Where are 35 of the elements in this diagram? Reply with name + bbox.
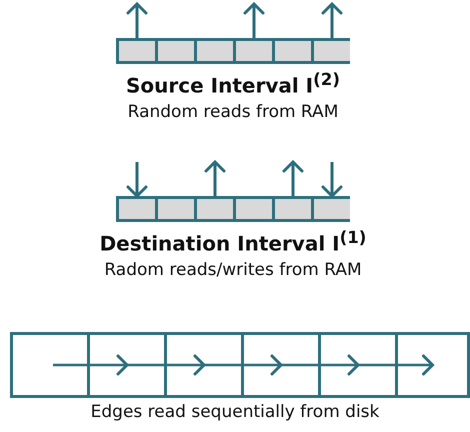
cell: [167, 335, 241, 395]
interval-title: Destination Interval I$^{(1)}$: [98, 228, 368, 256]
cell: [158, 199, 194, 219]
arrow: [204, 160, 226, 196]
cell: [314, 41, 350, 61]
cell: [275, 41, 311, 61]
arrow: [322, 162, 342, 198]
caption-text: Radom reads/writes from RAM: [103, 260, 363, 280]
cell: [90, 335, 164, 395]
cell: [398, 335, 467, 395]
cell: [236, 199, 272, 219]
cell: [321, 335, 395, 395]
arrow: [126, 162, 148, 198]
cell: [197, 41, 233, 61]
cell: [119, 41, 155, 61]
arrow: [281, 354, 360, 376]
cell: [158, 41, 194, 61]
arrow: [322, 2, 342, 38]
cell: [244, 335, 318, 395]
cell: [119, 199, 155, 219]
caption-text: Edges read sequentially from disk: [90, 402, 380, 422]
arrow: [126, 2, 148, 38]
cell: [236, 41, 272, 61]
cell: [13, 335, 87, 395]
arrow: [53, 354, 128, 376]
arrow: [244, 2, 264, 38]
cell: [275, 199, 311, 219]
interval-title: Source Interval I$^{(2)}$: [125, 70, 341, 98]
caption-text: Random reads from RAM: [126, 102, 340, 122]
arrow: [358, 354, 434, 376]
cell: [197, 199, 233, 219]
arrow: [204, 354, 282, 376]
arrow: [127, 354, 206, 376]
arrow: [282, 160, 304, 196]
cell: [314, 199, 350, 219]
